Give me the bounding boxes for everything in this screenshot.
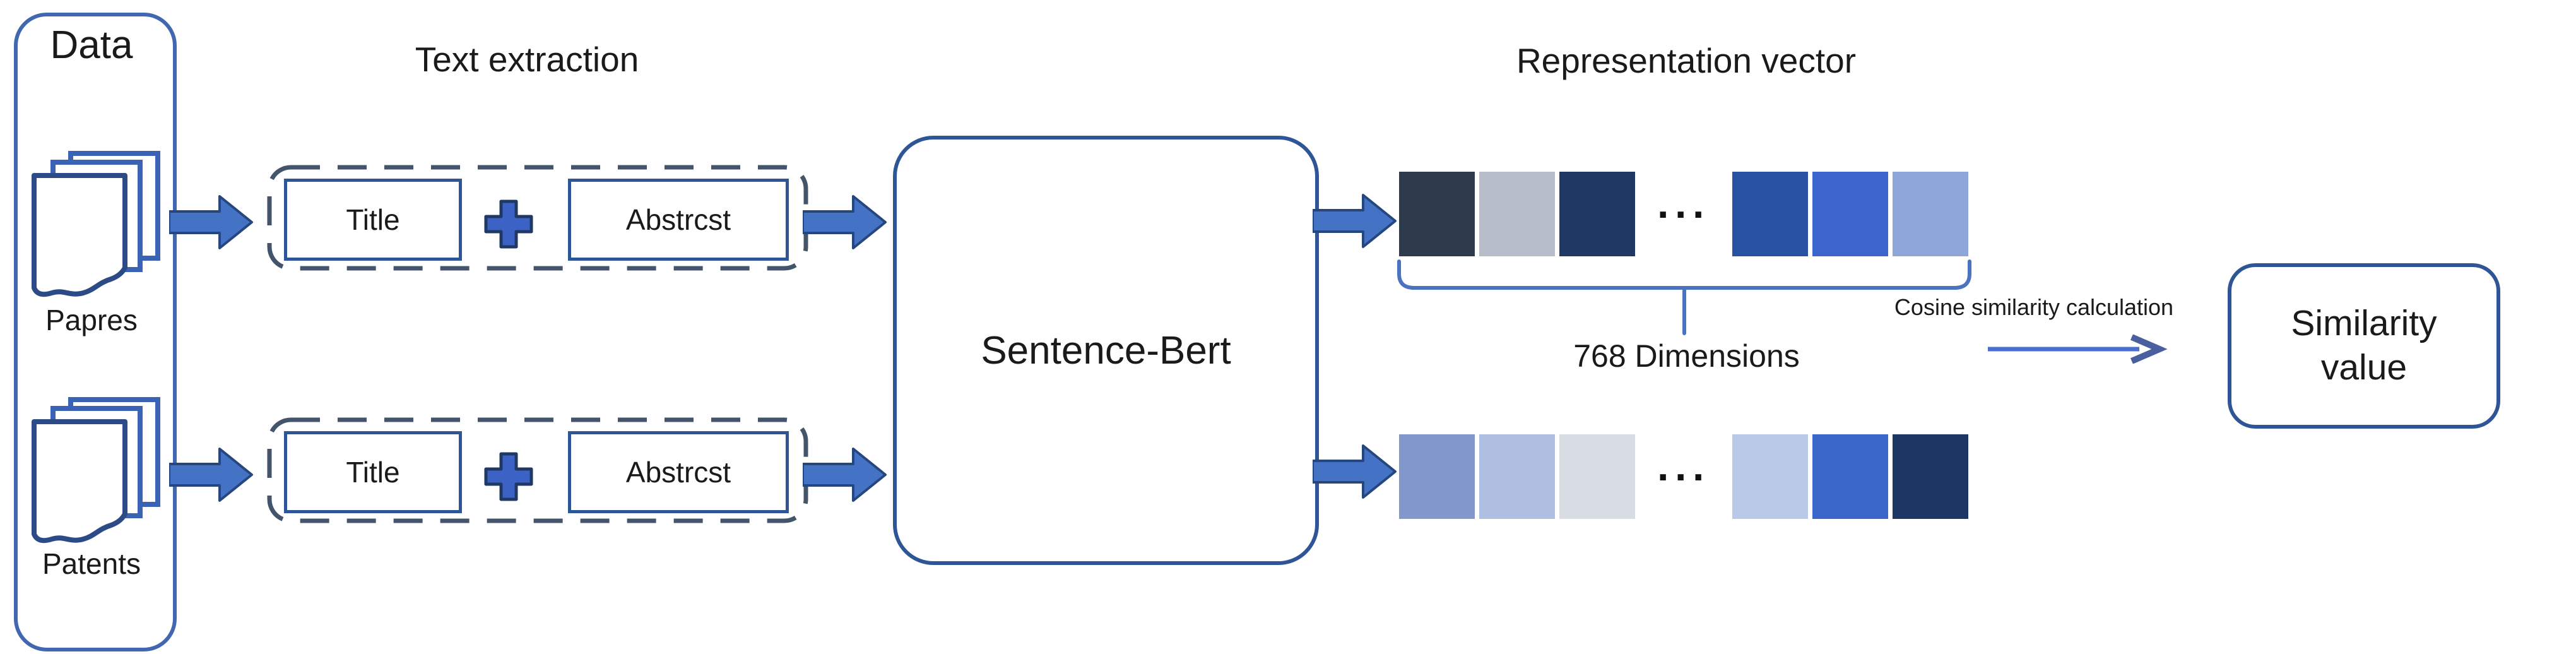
- arrow-patents-to-extraction-icon: [169, 444, 254, 505]
- dimensions-label: 768 Dimensions: [1573, 338, 1800, 374]
- vector-cell: [1559, 172, 1635, 256]
- patents-stack-icon: [29, 396, 163, 551]
- vector-cell: [1812, 172, 1888, 256]
- vector-cell: [1399, 434, 1475, 519]
- arrow-extraction-to-model-bottom-icon: [803, 444, 887, 505]
- dimensions-brace-icon: [1397, 259, 1972, 338]
- vector-cell: [1399, 172, 1475, 256]
- vector-cell: [1732, 434, 1808, 519]
- vector-row-patents: ···: [1399, 434, 1968, 519]
- title-box-papers: Title: [284, 179, 462, 261]
- abstract-box-patents: Abstrcst: [568, 431, 789, 513]
- vector-cell: [1559, 434, 1635, 519]
- vector-cell: [1479, 434, 1555, 519]
- title-box-patents: Title: [284, 431, 462, 513]
- arrow-model-to-vector-top-icon: [1313, 191, 1397, 251]
- vector-row-papers: ···: [1399, 172, 1968, 256]
- ellipsis: ···: [1657, 191, 1710, 237]
- papers-stack-icon: [29, 150, 163, 305]
- sentence-bert-label: Sentence-Bert: [981, 328, 1231, 372]
- cosine-arrow-label: Cosine similarity calculation: [1894, 294, 2174, 320]
- plus-icon: [482, 198, 535, 251]
- vector-cell: [1893, 434, 1968, 519]
- vector-cell: [1812, 434, 1888, 519]
- data-panel-title: Data: [50, 23, 133, 67]
- abstract-box-papers: Abstrcst: [568, 179, 789, 261]
- ellipsis: ···: [1657, 453, 1710, 500]
- arrow-papers-to-extraction-icon: [169, 192, 254, 253]
- plus-icon: [482, 450, 535, 503]
- cosine-arrow-icon: [1987, 335, 2170, 364]
- similarity-value-label: Similarity value: [2291, 303, 2437, 388]
- data-panel: [14, 13, 177, 651]
- arrow-extraction-to-model-top-icon: [803, 192, 887, 253]
- similarity-value-box: Similarity value: [2228, 263, 2500, 429]
- representation-vector-heading: Representation vector: [1516, 41, 1857, 80]
- vector-cell: [1479, 172, 1555, 256]
- text-extraction-heading: Text extraction: [415, 40, 639, 79]
- papers-label: Papres: [45, 304, 138, 336]
- sentence-bert-box: Sentence-Bert: [893, 136, 1319, 565]
- arrow-model-to-vector-bottom-icon: [1313, 441, 1397, 502]
- vector-cell: [1732, 172, 1808, 256]
- patents-label: Patents: [42, 547, 141, 580]
- vector-cell: [1893, 172, 1968, 256]
